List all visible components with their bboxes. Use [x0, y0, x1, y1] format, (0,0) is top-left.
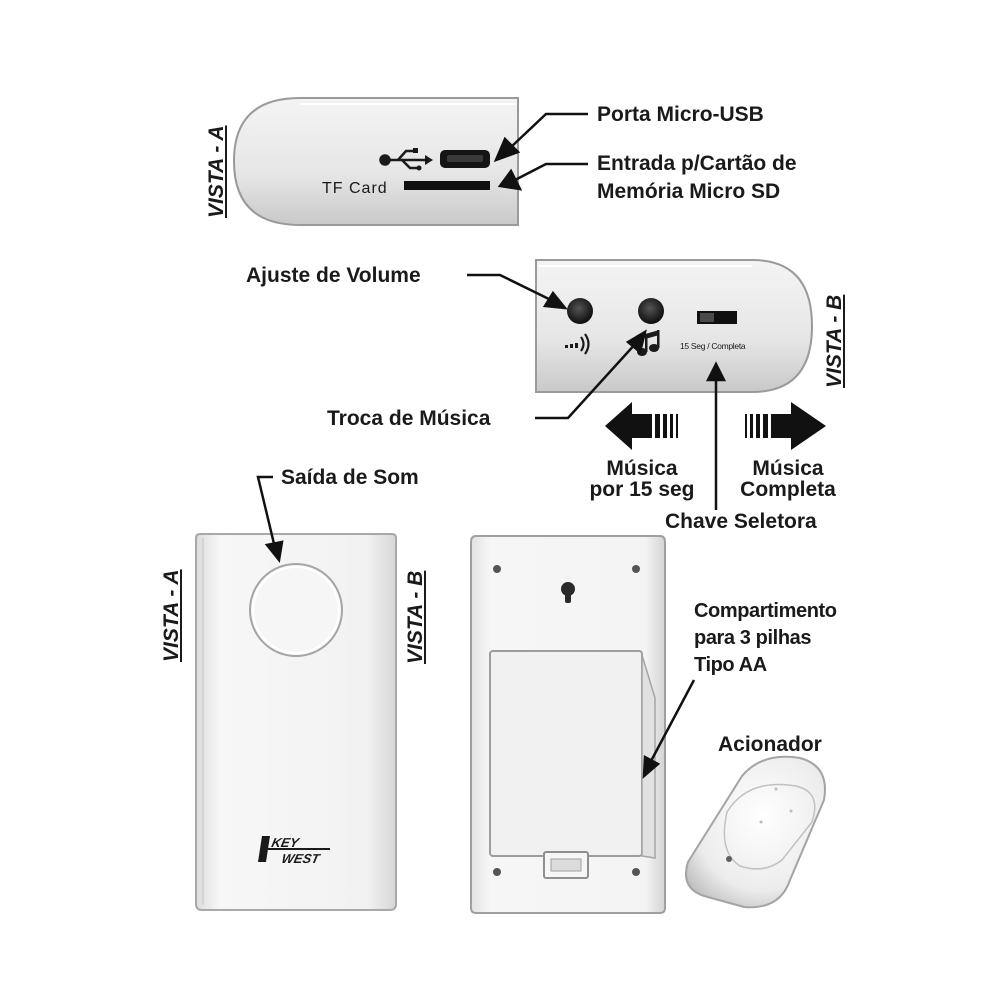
label-trigger: Acionador	[718, 733, 822, 756]
selector-marking: 15 Seg / Completa	[680, 341, 746, 351]
selector-switch	[697, 311, 737, 324]
arrow-right-icon	[745, 402, 826, 450]
label-full-line2: Completa	[740, 478, 836, 501]
tf-card-slot	[404, 181, 490, 190]
view-label-vista-a-side: VISTA - A	[160, 569, 183, 662]
battery-cover	[489, 650, 656, 879]
micro-usb-port	[440, 150, 490, 168]
label-battery-line3: Tipo AA	[694, 654, 767, 676]
label-full-line1: Música	[752, 457, 824, 480]
label-music15-line2: por 15 seg	[589, 478, 695, 501]
arrow-left-icon	[605, 402, 678, 450]
label-battery-line1: Compartimento	[694, 600, 837, 622]
speaker-grille	[249, 563, 343, 657]
label-battery-line2: para 3 pilhas	[694, 627, 812, 649]
label-tf-line2: Memória Micro SD	[597, 180, 781, 203]
label-tf-line1: Entrada p/Cartão de	[597, 152, 797, 175]
top-side-panel	[232, 97, 519, 226]
wall-mount-keyhole	[561, 582, 575, 603]
keywest-logo: KEY WEST	[258, 835, 330, 866]
view-label-vista-b-side: VISTA - B	[404, 570, 427, 664]
usb-icon	[379, 148, 433, 171]
label-volume: Ajuste de Volume	[246, 264, 421, 287]
view-label-vista-a-top: VISTA - A	[205, 125, 228, 218]
svg-text:KEY: KEY	[270, 835, 301, 850]
volume-icon	[565, 333, 590, 355]
front-side-panel	[535, 259, 814, 393]
label-sound-out: Saída de Som	[281, 466, 419, 489]
view-label-vista-b-right: VISTA - B	[823, 294, 846, 388]
svg-text:WEST: WEST	[280, 851, 322, 866]
leader-lines	[256, 112, 727, 779]
label-micro-usb: Porta Micro-USB	[597, 103, 764, 126]
label-music15-line1: Música	[606, 457, 678, 480]
music-button	[638, 298, 664, 324]
label-music-change: Troca de Música	[327, 407, 491, 430]
trigger-button-device	[685, 755, 826, 909]
volume-knob	[567, 298, 593, 324]
tf-card-marking: TF Card	[322, 180, 388, 197]
label-selector: Chave Seletora	[665, 510, 817, 533]
doorbell-front-body	[195, 533, 397, 911]
